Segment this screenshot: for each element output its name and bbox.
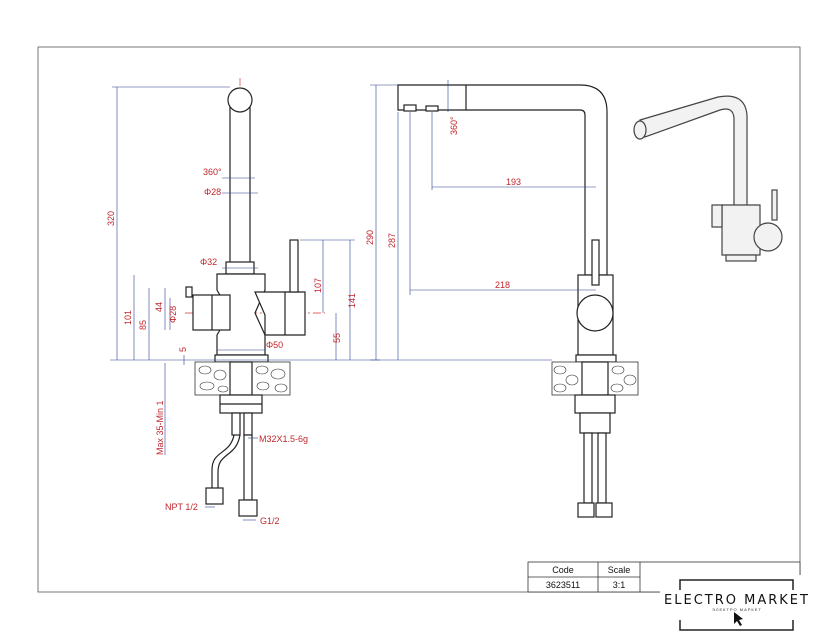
drawing-frame — [37, 46, 801, 593]
dim-101: 101 — [123, 310, 133, 325]
dim-287: 287 — [387, 233, 397, 248]
dim-diameter-32: Φ32 — [200, 257, 217, 267]
electro-market-logo: ELECTRO MARKET ЭЛЕКТРО МАРКЕТ — [660, 575, 810, 635]
dim-218: 218 — [495, 280, 510, 290]
dim-inlet-diameter: Φ28 — [168, 306, 178, 323]
dim-diameter-50: Φ50 — [266, 340, 283, 350]
dim-g12: G1/2 — [260, 516, 280, 526]
dim-thread: M32X1.5-6g — [259, 434, 308, 444]
dim-countertop-thickness: Max 35-Min 1 — [155, 400, 165, 455]
logo-text: ELECTRO MARKET — [664, 593, 810, 608]
front-view: 320 360° Φ28 Φ32 101 85 44 Φ28 5 Φ50 107… — [106, 78, 380, 526]
dim-55: 55 — [332, 333, 342, 343]
code-label: Code — [552, 565, 574, 575]
scale-label: Scale — [608, 565, 631, 575]
dim-107: 107 — [313, 278, 323, 293]
scale-value: 3:1 — [613, 580, 626, 590]
dim-rotation-360: 360° — [203, 167, 222, 177]
dim-npt: NPT 1/2 — [165, 502, 198, 512]
dim-rotation-360-side: 360° — [449, 116, 459, 135]
logo-subtitle: ЭЛЕКТРО МАРКЕТ — [712, 607, 762, 612]
dim-44: 44 — [154, 302, 164, 312]
dim-141: 141 — [347, 293, 357, 308]
dim-193: 193 — [506, 177, 521, 187]
code-value: 3623511 — [546, 580, 580, 590]
side-view: 290 287 360° 193 218 — [365, 80, 639, 518]
dim-5: 5 — [178, 347, 188, 352]
faucet-illustration — [633, 95, 783, 262]
dim-85: 85 — [138, 320, 148, 330]
dim-spout-diameter: Φ28 — [204, 187, 221, 197]
dim-290: 290 — [365, 230, 375, 245]
cursor-icon — [734, 612, 743, 626]
dim-320: 320 — [106, 211, 116, 226]
